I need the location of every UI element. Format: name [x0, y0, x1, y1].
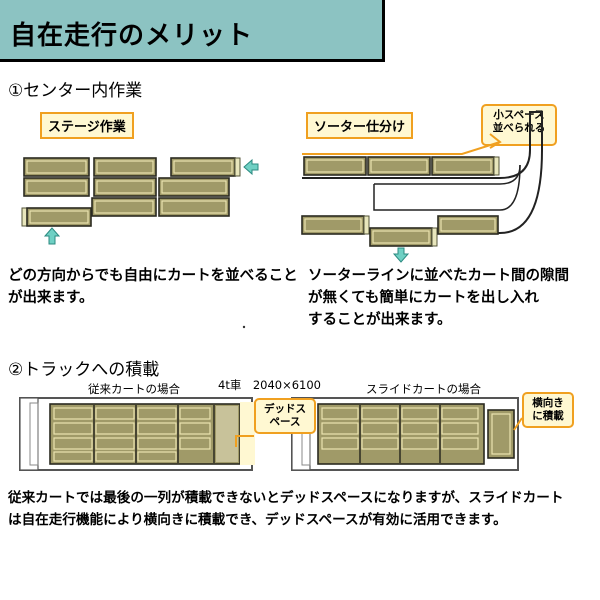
arrow-left-icon	[243, 158, 259, 176]
stage-work-label: ステージ作業	[40, 112, 134, 139]
stage-desc-line1: どの方向からでも自由にカートを並べること	[8, 268, 298, 284]
arrow-up-icon	[43, 227, 61, 245]
truck-slide-carts	[321, 405, 479, 463]
section1-title: ①センター内作業	[8, 81, 143, 101]
truck-spec: 4t車 2040×6100	[218, 378, 321, 392]
stage-cart	[91, 197, 157, 217]
sorter-desc-line2: が無くても簡単にカートを出し入れ	[308, 290, 539, 306]
small-space-callout: 小スペース 並べられる	[481, 104, 557, 146]
stage-cart	[23, 177, 90, 197]
sorter-cart	[437, 215, 499, 235]
dead-space-callout: デッドス ペース	[254, 398, 316, 434]
stage-cart	[158, 197, 230, 217]
page-title: 自在走行のメリット	[10, 21, 254, 51]
stage-cart	[93, 157, 157, 177]
section2-title: ②トラックへの積載	[8, 360, 160, 380]
stage-desc-line2: が出来ます。	[8, 290, 94, 306]
sorter-desc-line3: することが出来ます。	[308, 312, 452, 328]
slide-caption: スライドカートの場合	[366, 382, 481, 396]
stage-cart-incoming	[26, 207, 92, 227]
stage-cart	[93, 177, 157, 197]
truck-desc-line1: 従来カートでは最後の一列が積載できないとデッドスペースになりますが、スライドカー…	[8, 490, 564, 506]
sorter-rail	[302, 111, 543, 234]
header-banner: 自在走行のメリット	[0, 0, 385, 62]
truck-desc-line2: は自在走行機能により横向きに積載でき、デッドスペースが有効に活用できます。	[8, 512, 507, 528]
sorter-cart-group	[301, 156, 500, 247]
conventional-caption: 従来カートの場合	[88, 382, 180, 396]
sorter-cart	[303, 156, 367, 176]
sorter-label: ソーター仕分け	[306, 112, 414, 139]
stage-cart	[23, 157, 90, 177]
sideways-callout: 横向き に積載	[522, 392, 574, 428]
truck-conventional-carts	[53, 402, 255, 465]
stage-cart-group	[21, 157, 241, 227]
sorter-desc-line1: ソーターラインに並べたカート間の隙間	[308, 268, 569, 284]
stage-cart	[158, 177, 230, 197]
sorter-cart	[367, 156, 431, 176]
arrow-down-icon	[392, 247, 410, 263]
